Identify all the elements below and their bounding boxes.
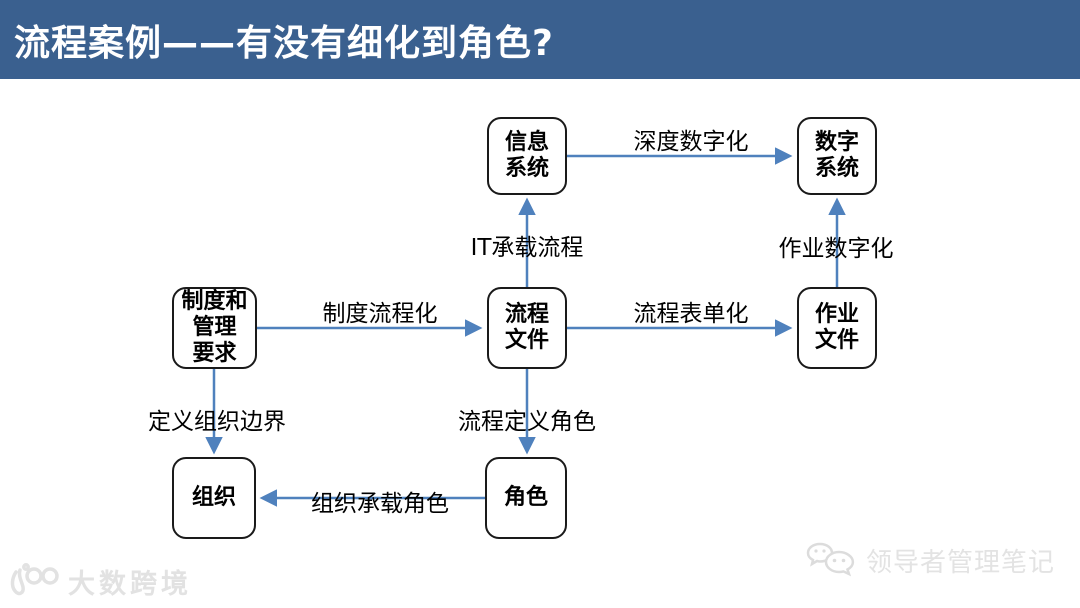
node-info-system: 信息 系统	[487, 117, 567, 195]
node-process-document: 流程 文件	[487, 287, 567, 369]
node-policy-requirements-label: 制度和 管理 要求	[181, 289, 248, 366]
node-organization: 组织	[172, 457, 256, 539]
node-digital-system: 数字 系统	[797, 117, 877, 195]
node-digital-system-label: 数字 系统	[814, 130, 859, 181]
watermark-right-label: 领导者管理笔记	[866, 547, 1056, 578]
node-policy-requirements: 制度和 管理 要求	[172, 287, 257, 369]
edge-label-org-carries-role: 组织承载角色	[311, 491, 449, 517]
node-process-document-label: 流程 文件	[504, 302, 549, 353]
watermark-leader-notes: 领导者管理笔记	[806, 540, 1055, 580]
edge-label-policy-to-process: 制度流程化	[322, 301, 438, 327]
edge-arrows	[205, 147, 846, 507]
node-role-label: 角色	[503, 485, 548, 510]
edge-label-deep-digitalization: 深度数字化	[633, 129, 749, 155]
edge-label-work-digitalization: 作业数字化	[778, 236, 894, 262]
edge-label-process-defines-role: 流程定义角色	[458, 409, 596, 435]
edge-label-process-to-forms: 流程表单化	[633, 301, 749, 327]
diagram-canvas: 信息 系统 数字 系统 制度和 管理 要求 流程 文件	[0, 79, 1080, 608]
node-role: 角色	[485, 457, 567, 539]
wechat-chat-bubbles-icon	[806, 542, 855, 577]
edge-label-define-org-boundary: 定义组织边界	[148, 409, 286, 435]
watermark-left-label: 大数跨境	[68, 568, 192, 600]
node-work-document: 作业 文件	[797, 287, 877, 369]
node-organization-label: 组织	[191, 485, 236, 510]
title-bar: 流程案例——有没有细化到角色?	[0, 0, 1080, 79]
watermark-dashu-kuajing: 大数跨境	[8, 560, 192, 602]
dashu-kuajing-logo-icon	[10, 563, 59, 596]
edge-label-it-carries-process: IT承载流程	[470, 235, 584, 261]
node-info-system-label: 信息 系统	[504, 130, 549, 181]
page-title: 流程案例——有没有细化到角色?	[14, 22, 554, 64]
node-work-document-label: 作业 文件	[814, 302, 859, 353]
